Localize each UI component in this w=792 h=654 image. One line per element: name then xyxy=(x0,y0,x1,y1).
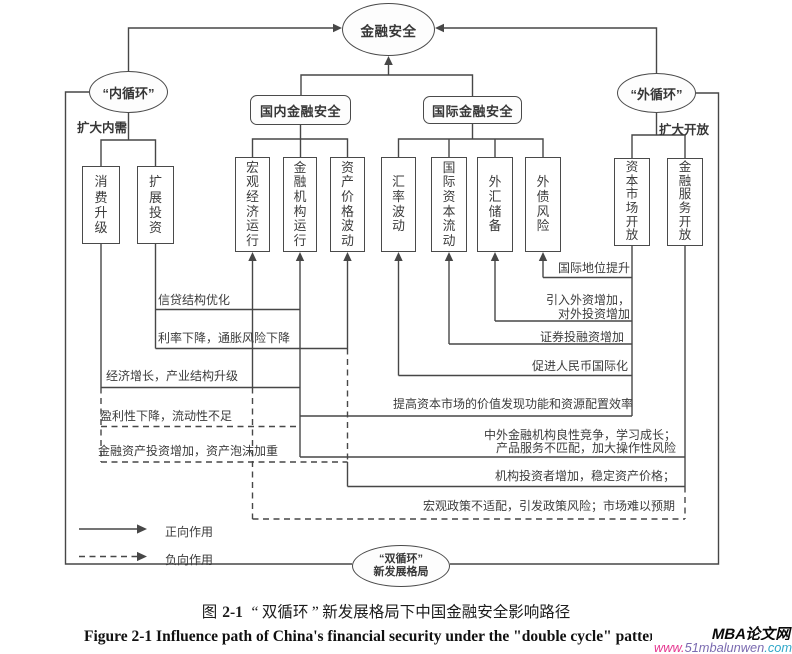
label-expand-opening: 扩大开放 xyxy=(659,123,710,137)
node-internal-cycle: “内循环” xyxy=(89,71,168,113)
watermark-url-www: www. xyxy=(654,640,685,654)
effect-label-credit-structure: 信贷结构优化 xyxy=(158,293,231,307)
node-financial-security: 金融安全 xyxy=(342,3,435,56)
edge-external-to-financial-security xyxy=(435,23,658,73)
caption-zh-quote-open: “ xyxy=(251,604,259,621)
node-dual-cycle: “双循环” 新发展格局 xyxy=(352,545,450,587)
dual-cycle-line1: “双循环” xyxy=(379,552,423,565)
watermark-url-tld: .com xyxy=(764,640,792,654)
effect-lines xyxy=(101,276,685,520)
effect-label-line: 中外金融机构良性竞争，学习成长； xyxy=(483,427,676,442)
label-expand-domestic-demand: 扩大内需 xyxy=(77,121,128,135)
edge-securities-to-financial-security xyxy=(300,56,474,96)
edge-international-to-factors xyxy=(397,124,544,157)
edge-dual-to-internal xyxy=(64,91,352,565)
node-external-cycle: “外循环” xyxy=(617,73,696,113)
effect-label-institutional-investors: 机构投资者增加，稳定资产价格； xyxy=(494,468,675,483)
factor-label: 外债风险 xyxy=(536,174,550,234)
caption-english: Figure 2-1 Influence path of China's fin… xyxy=(84,628,665,645)
legend-negative-arrow xyxy=(79,551,147,562)
factor-forex-reserves: 外汇储备 xyxy=(477,157,513,252)
effect-label-asset-bubble: 金融资产投资增加，资产泡沫加重 xyxy=(98,444,279,458)
legend-positive-arrow xyxy=(79,524,147,534)
factor-macro-economy: 宏观经济运行 xyxy=(235,157,270,252)
node-domestic-financial-security: 国内金融安全 xyxy=(250,95,351,125)
feedback-arrowheads xyxy=(248,252,548,261)
watermark-url-mid: 51mbalunwen xyxy=(684,640,765,654)
caption-zh-number: 2-1 xyxy=(222,604,243,621)
effect-label-foreign-capital: 引入外资增加， 对外投资增加 xyxy=(546,293,630,321)
legend-positive-label: 正向作用 xyxy=(165,524,214,539)
factor-label: 汇率波动 xyxy=(392,174,405,234)
effect-label-competition: 中外金融机构良性竞争，学习成长； 产品服务不匹配，加大操作性风险 xyxy=(483,427,676,455)
legend-negative-label: 负向作用 xyxy=(165,552,214,567)
edge-domestic-to-factors xyxy=(251,125,349,157)
caption-zh-title-rest: 新发展格局下中国金融安全影响路径 xyxy=(322,604,571,621)
effect-label-macro-policy: 宏观政策不适配，引发政策风险；市场难以预期 xyxy=(422,499,675,513)
dual-cycle-line2: 新发展格局 xyxy=(373,566,429,578)
effect-label-interest-rate: 利率下降，通胀风险下降 xyxy=(158,331,291,345)
caption-zh-quoted-term: 双循环 xyxy=(261,604,309,621)
factor-financial-institutions: 金融机构运行 xyxy=(283,157,317,252)
factor-expand-investment: 扩展投资 xyxy=(137,166,174,244)
factor-foreign-debt-risk: 外债风险 xyxy=(525,157,561,252)
effect-label-rmb-internationalization: 促进人民币国际化 xyxy=(531,358,628,373)
node-international-financial-security: 国际金融安全 xyxy=(423,96,522,124)
effect-label-line: 产品服务不匹配，加大操作性风险 xyxy=(495,440,676,455)
edge-internal-to-financial-security xyxy=(127,23,342,71)
effect-label-line: 对外投资增加 xyxy=(557,306,630,321)
factor-label: 外汇储备 xyxy=(488,174,502,234)
factor-financial-services-opening: 金融服务开放 xyxy=(667,158,703,246)
caption-zh-quote-close: ” xyxy=(311,604,319,621)
factor-asset-price: 资产价格波动 xyxy=(330,157,365,252)
factor-label: 资本市场开放 xyxy=(625,160,639,243)
effect-label-economic-growth: 经济增长，产业结构升级 xyxy=(106,369,239,383)
factor-label: 国际资本流动 xyxy=(442,159,456,248)
factor-label: 金融机构运行 xyxy=(293,159,307,248)
edge-internal-to-demand-factors xyxy=(100,113,157,166)
watermark-url: www.51mbalunwen.com xyxy=(651,640,792,654)
edge-dual-to-external xyxy=(450,92,720,565)
factor-label: 资产价格波动 xyxy=(341,159,354,248)
factor-label: 宏观经济运行 xyxy=(246,159,259,248)
edge-external-to-opening-factors xyxy=(631,113,686,158)
effect-label-capital-market-efficiency: 提高资本市场的价值发现功能和资源配置效率 xyxy=(392,397,633,411)
factor-label: 扩展投资 xyxy=(148,174,162,236)
caption-zh-prefix: 图 xyxy=(201,604,218,621)
effect-label-profitability: 盈利性下降，流动性不足 xyxy=(100,408,233,423)
factor-exchange-rate: 汇率波动 xyxy=(381,157,416,252)
effect-label-intl-status: 国际地位提升 xyxy=(557,261,630,275)
factor-intl-capital-flow: 国际资本流动 xyxy=(431,157,467,252)
watermark: MBA论文网 www.51mbalunwen.com xyxy=(651,621,792,654)
effect-label-securities-financing: 证券投融资增加 xyxy=(539,329,624,344)
factor-label: 消费升级 xyxy=(94,174,108,236)
factor-consumption-upgrade: 消费升级 xyxy=(82,166,120,244)
effect-label-line: 引入外资增加， xyxy=(545,292,630,307)
feedback-verticals xyxy=(100,244,686,519)
factor-capital-market-opening: 资本市场开放 xyxy=(614,158,650,246)
factor-label: 金融服务开放 xyxy=(678,160,692,243)
